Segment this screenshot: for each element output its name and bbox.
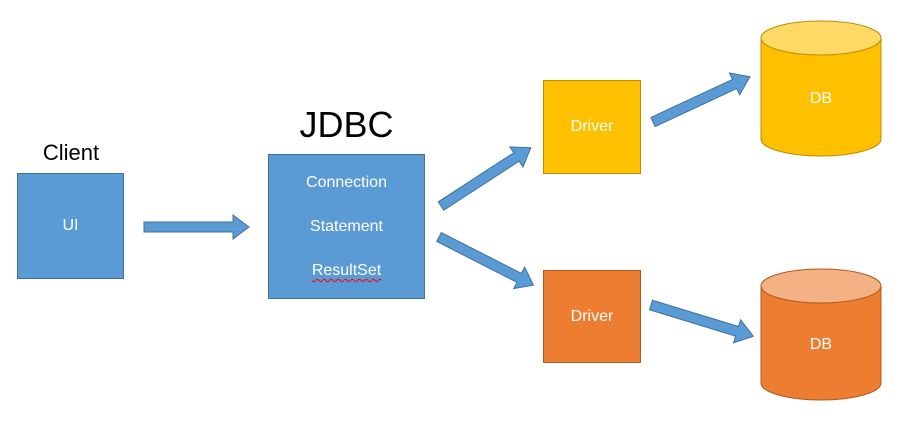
- client-title: Client: [42, 140, 100, 165]
- jdbc-title: JDBC: [299, 104, 394, 145]
- arrow-driver-to-db-top: [650, 72, 751, 128]
- jdbc-item-connection: Connection: [306, 174, 387, 191]
- driver-box-bottom: Driver: [543, 270, 641, 363]
- jdbc-item-statement: Statement: [310, 218, 383, 235]
- db-bottom-label: DB: [810, 336, 832, 353]
- driver-top-label: Driver: [570, 118, 614, 135]
- jdbc-box: Connection Statement ResultSet: [268, 154, 425, 299]
- driver-box-top: Driver: [543, 80, 641, 174]
- arrow-driver-to-db-bottom: [648, 299, 755, 344]
- db-top-label: DB: [810, 90, 832, 107]
- db-cylinder-top: [760, 20, 882, 157]
- jdbc-item-resultset-text: ResultSet: [311, 262, 382, 279]
- db-cylinder-bottom: [760, 268, 882, 401]
- ui-box-label: UI: [62, 217, 79, 234]
- driver-bottom-label: Driver: [570, 307, 614, 325]
- arrow-ui-to-jdbc: [143, 214, 250, 240]
- jdbc-item-resultset: ResultSet: [269, 262, 424, 280]
- ui-box: UI: [17, 173, 124, 279]
- arrow-jdbc-to-driver-bottom: [436, 231, 535, 290]
- arrow-jdbc-to-driver-top: [437, 146, 532, 211]
